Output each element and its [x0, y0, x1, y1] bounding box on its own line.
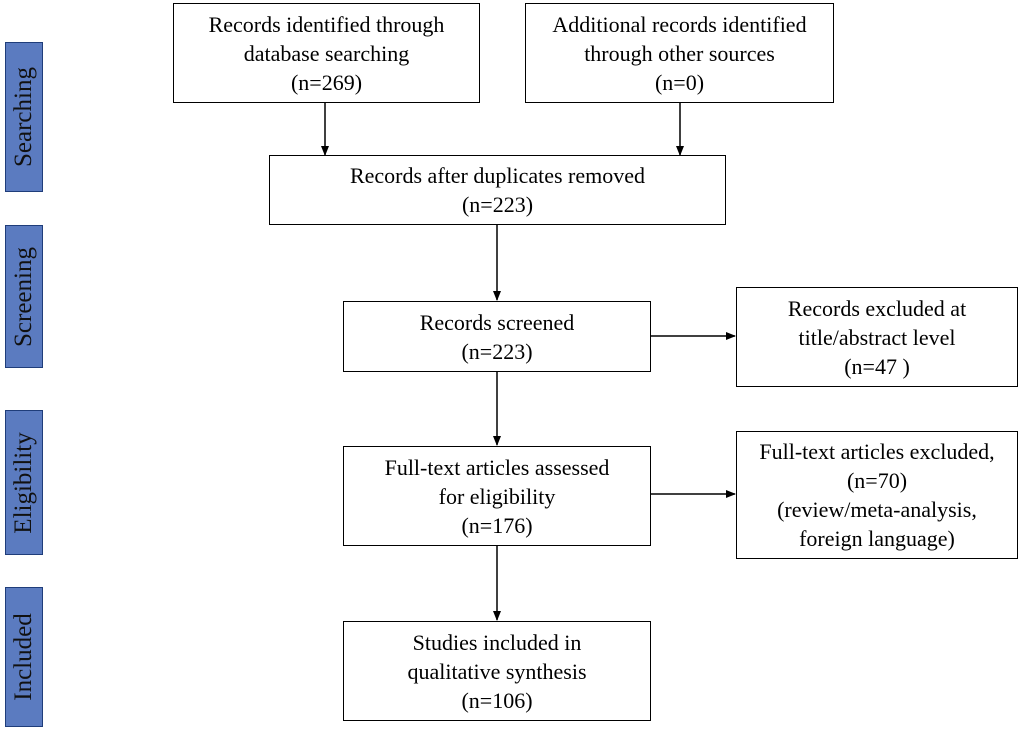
box-text: for eligibility: [438, 483, 556, 509]
phase-included: Included: [5, 587, 43, 727]
box-count: (n=223): [461, 192, 534, 217]
box-count: (n=47 ): [844, 353, 910, 379]
box-text: Records identified through: [208, 11, 445, 37]
box-text: foreign language): [799, 526, 955, 551]
box-full-text-excluded: Full-text articles excluded, (n=70) (rev…: [736, 431, 1018, 559]
box-records-screened: Records screened (n=223): [343, 301, 651, 372]
box-text: Full-text articles assessed: [384, 454, 610, 480]
phase-eligibility: Eligibility: [5, 410, 43, 555]
box-count: (n=269): [290, 69, 363, 95]
box-other-sources: Additional records identified through ot…: [525, 3, 834, 103]
box-text: database searching: [243, 40, 410, 66]
box-count: (n=106): [461, 687, 533, 713]
box-duplicates-removed: Records after duplicates removed (n=223): [269, 155, 726, 225]
box-text: Studies included in: [412, 629, 582, 655]
box-studies-included: Studies included in qualitative synthesi…: [343, 621, 651, 721]
box-text: title/abstract level: [798, 324, 956, 350]
box-text: (review/meta-analysis,: [777, 497, 977, 522]
box-count: (n=70): [846, 468, 908, 493]
box-text: through other sources: [584, 40, 775, 66]
phase-searching: Searching: [5, 42, 43, 192]
box-count: (n=0): [654, 69, 705, 95]
box-count: (n=176): [461, 512, 533, 538]
box-count: (n=223): [461, 338, 533, 364]
box-text: Records screened: [419, 309, 575, 335]
phase-screening: Screening: [5, 225, 43, 368]
box-text: Records excluded at: [787, 295, 967, 321]
box-text: Records after duplicates removed: [349, 163, 646, 188]
box-full-text-assessed: Full-text articles assessed for eligibil…: [343, 446, 651, 546]
box-database-searching: Records identified through database sear…: [173, 3, 480, 103]
box-text: Full-text articles excluded,: [759, 439, 995, 464]
box-text: qualitative synthesis: [407, 658, 587, 684]
box-records-excluded-title: Records excluded at title/abstract level…: [736, 287, 1018, 387]
box-text: Additional records identified: [552, 11, 807, 37]
